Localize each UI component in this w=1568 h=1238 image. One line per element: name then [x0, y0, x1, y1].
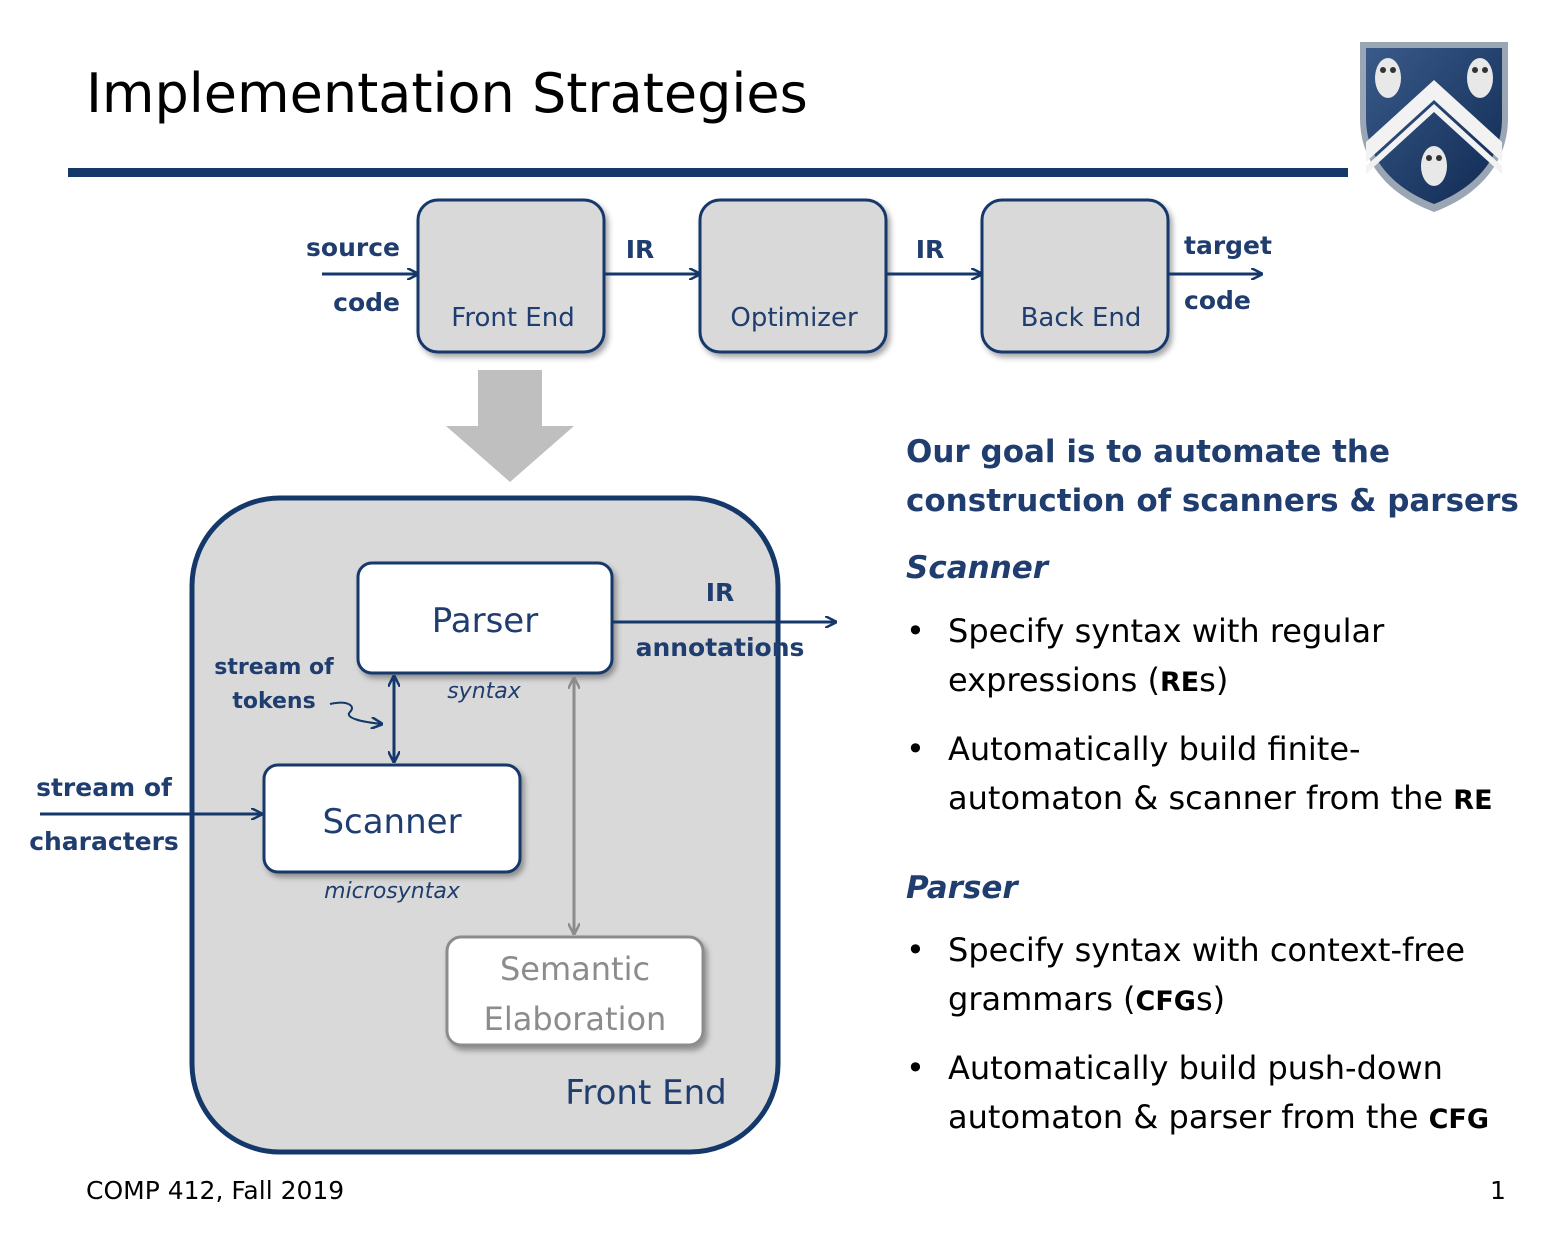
bullet-icon: •: [906, 612, 925, 650]
university-shield-logo: [1360, 42, 1508, 212]
optimizer-box: [698, 198, 888, 354]
code-label-out: code: [1184, 286, 1251, 315]
back-end-label: Back End: [1021, 303, 1142, 333]
scanner-box: [262, 763, 522, 874]
goal-statement: Our goal is to automate the construction…: [906, 428, 1546, 526]
goal-line-1: Our goal is to automate the: [906, 434, 1390, 470]
goal-line-2: construction of scanners & parsers: [906, 483, 1519, 519]
back-end-box: [980, 198, 1170, 354]
front-end-box: [416, 198, 606, 354]
semantic-label-2: Elaboration: [484, 1000, 667, 1038]
bullet-icon: •: [906, 730, 925, 768]
ir-label-1: IR: [626, 235, 655, 264]
page-number: 1: [1490, 1176, 1506, 1205]
scanner-bullet-1: • Specify syntax with regular expression…: [906, 607, 1556, 707]
bullet-icon: •: [906, 931, 925, 969]
stream-of-tokens-label-1: stream of: [214, 655, 334, 680]
parser-box: [356, 561, 614, 675]
scanner-bullet-list: • Specify syntax with regular expression…: [906, 607, 1556, 843]
stream-of-characters-label-2: characters: [29, 827, 179, 856]
front-end-container-label: Front End: [565, 1073, 726, 1113]
scanner-bullet-2-line-2: automaton & scanner from the RE: [948, 779, 1493, 817]
annotations-label: annotations: [636, 633, 805, 662]
semantic-label-1: Semantic: [500, 950, 650, 988]
parser-bullet-1-line-1: Specify syntax with context-free: [948, 931, 1466, 969]
scanner-bullet-1-line-1: Specify syntax with regular: [948, 612, 1385, 650]
bullet-icon: •: [906, 1049, 925, 1087]
tokens-pointer-squiggle: [329, 701, 382, 724]
parser-caption: syntax: [447, 679, 522, 704]
page-title: Implementation Strategies: [86, 62, 808, 125]
scanner-bullet-2-line-1: Automatically build finite-: [948, 730, 1361, 768]
footer-course: COMP 412, Fall 2019: [86, 1176, 345, 1205]
scanner-bullet-1-line-2: expressions (REs): [948, 661, 1229, 699]
front-end-label: Front End: [451, 303, 574, 333]
scanner-label: Scanner: [322, 802, 461, 842]
semantic-elaboration-box: [445, 935, 705, 1047]
ir-label-2: IR: [916, 235, 945, 264]
source-label: source: [306, 233, 400, 262]
expand-down-arrow: [446, 370, 574, 482]
code-label-in: code: [333, 288, 400, 317]
parser-label: Parser: [432, 601, 538, 641]
parser-bullet-1: • Specify syntax with context-free gramm…: [906, 926, 1556, 1026]
parser-bullet-2-line-2: automaton & parser from the CFG: [948, 1098, 1490, 1136]
scanner-caption: microsyntax: [324, 879, 461, 904]
ir-output-label: IR: [706, 578, 735, 607]
scanner-heading: Scanner: [906, 550, 1049, 586]
parser-bullet-1-line-2: grammars (CFGs): [948, 980, 1226, 1018]
parser-heading: Parser: [906, 870, 1018, 906]
stream-of-characters-label-1: stream of: [36, 773, 173, 802]
scanner-bullet-2: • Automatically build finite- automaton …: [906, 725, 1556, 825]
stream-of-tokens-label-2: tokens: [232, 689, 315, 714]
parser-bullet-2: • Automatically build push-down automato…: [906, 1044, 1556, 1144]
title-divider: [68, 168, 1348, 177]
parser-bullet-2-line-1: Automatically build push-down: [948, 1049, 1443, 1087]
optimizer-label: Optimizer: [730, 303, 858, 333]
parser-bullet-list: • Specify syntax with context-free gramm…: [906, 926, 1556, 1162]
target-label: target: [1184, 231, 1272, 260]
